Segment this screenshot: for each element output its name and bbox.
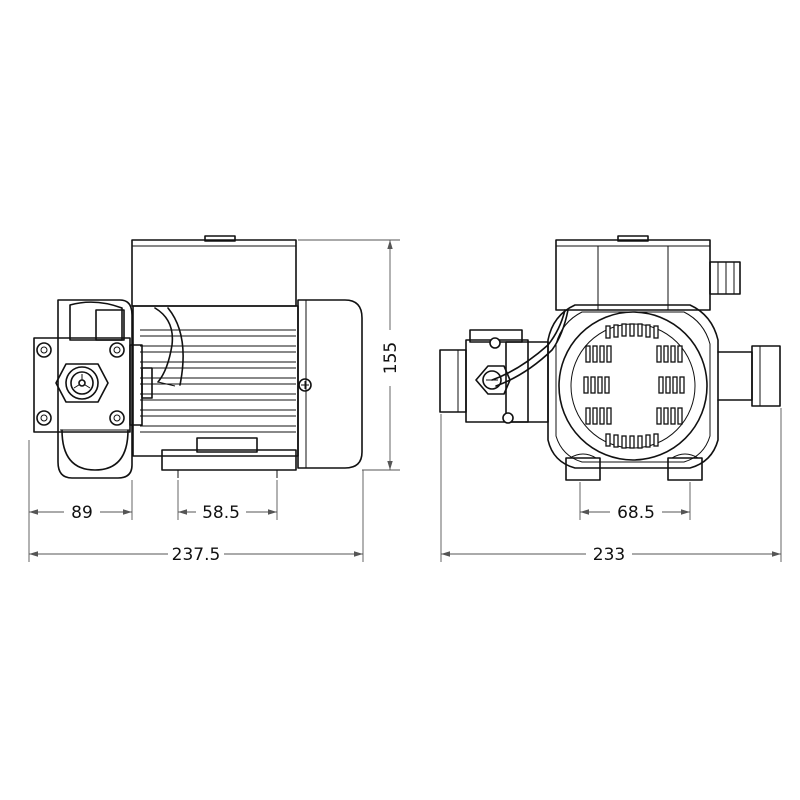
bolt-icon xyxy=(502,412,514,424)
dim-end-foot-spacing: 68.5 xyxy=(617,503,655,523)
fan-cover xyxy=(558,311,708,461)
dimension-lines xyxy=(28,239,782,562)
side-screw-icon xyxy=(298,378,312,392)
dimension-labels: 89 58.5 237.5 155 68.5 233 xyxy=(71,342,655,565)
inlet-hex-fitting xyxy=(55,363,109,403)
bolt-icon xyxy=(36,342,52,358)
fan-grille-slots xyxy=(583,323,685,449)
side-cooling-fins xyxy=(140,329,296,433)
dim-side-inlet-width: 89 xyxy=(71,503,93,523)
bolt-icon xyxy=(109,342,125,358)
dim-side-total-length: 237.5 xyxy=(172,545,221,565)
dim-side-foot-spacing: 58.5 xyxy=(202,503,240,523)
bolt-icon xyxy=(109,410,125,426)
end-view-pump xyxy=(439,235,781,481)
bolt-icon xyxy=(489,337,501,349)
side-view-pump xyxy=(33,235,363,479)
dim-end-total-width: 233 xyxy=(593,545,625,565)
bolt-icon xyxy=(36,410,52,426)
dim-height: 155 xyxy=(381,342,401,374)
